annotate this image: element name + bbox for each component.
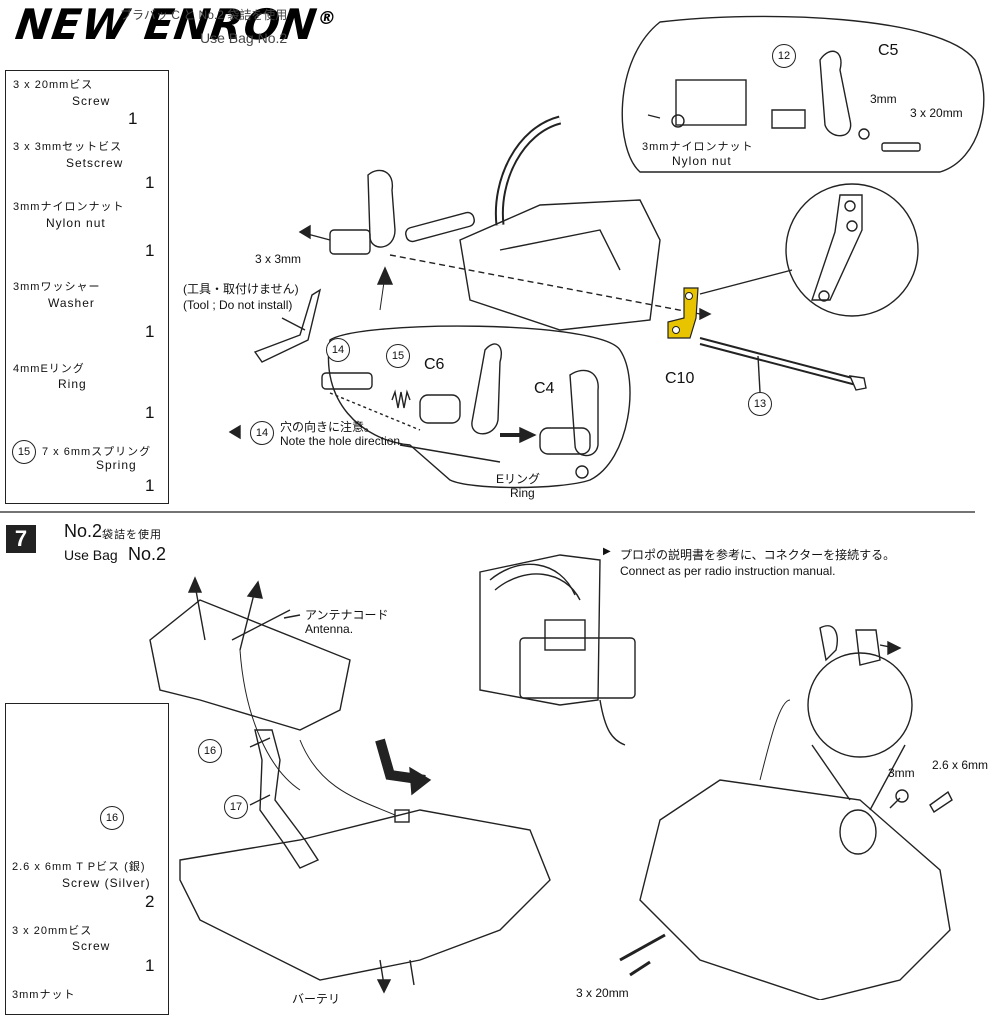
- part-washer-qty: 1: [145, 322, 155, 341]
- label-c10: C10: [665, 370, 695, 387]
- label-c5: C5: [878, 42, 899, 59]
- chassis-bottom-left: [179, 809, 551, 981]
- label-part-16: 16: [198, 739, 222, 763]
- label-part-15: 15: [386, 344, 410, 368]
- note-part-14: 14: [250, 421, 274, 445]
- label-e-ring-en: Ring: [510, 486, 535, 500]
- label-antenna-jp: アンテナコード: [305, 608, 389, 622]
- part-setscrew-en: Setscrew: [66, 156, 124, 170]
- step7-bag-en-no: No.2: [128, 544, 167, 564]
- gearbox-body: [459, 199, 661, 331]
- part-tp-screw-jp: 2.6 x 6mm T Pビス (銀): [12, 861, 146, 873]
- label-nut-3mm: 3mm: [888, 766, 915, 780]
- nut-3mm-icon: [895, 789, 909, 803]
- label-tool-jp: (工具・取付けません): [183, 282, 299, 296]
- part-spring-number: 15: [12, 440, 36, 464]
- part-12-icon: [771, 109, 806, 129]
- screw-2-6x6-icon: [929, 790, 953, 813]
- part-nut7-jp: 3mmナット: [12, 989, 76, 1001]
- c6-icon: [419, 394, 461, 424]
- receiver-bay: [479, 554, 601, 706]
- part-setscrew-jp: 3 x 3mmセットビス: [13, 141, 123, 153]
- part-16-number: 16: [100, 806, 124, 830]
- label-washer-3mm: 3mm: [870, 92, 897, 106]
- label-screw-2-6x6: 2.6 x 6mm: [932, 758, 989, 772]
- shock-absorber-icon: [254, 729, 320, 869]
- part-nylon-nut-jp: 3mmナイロンナット: [13, 201, 125, 213]
- label-bottom-partial: バーテリ: [292, 992, 341, 1006]
- step7-bag-jp-no: No.2: [64, 521, 103, 541]
- step6-header-jp: ブラバッ C と No.2 袋詰を使用: [120, 8, 288, 22]
- part-ering-qty: 1: [145, 403, 155, 422]
- part-spring-qty: 1: [145, 476, 155, 495]
- label-c4: C4: [534, 380, 555, 397]
- part-screw7-jp: 3 x 20mmビス: [12, 925, 93, 937]
- part-nylon-nut-qty: 1: [145, 241, 155, 260]
- part-15-icon: [391, 389, 411, 409]
- detail-circle-mount: [807, 652, 913, 758]
- part-tp-screw-en: Screw (Silver): [62, 876, 151, 890]
- label-part-17: 17: [224, 795, 248, 819]
- label-antenna-en: Antenna.: [305, 622, 354, 636]
- label-screw-3x20-bottom: 3 x 20mm: [576, 986, 629, 1000]
- part-ering-jp: 4mmEリング: [13, 363, 85, 375]
- note-hole-direction-en: Note the hole direction.: [280, 434, 404, 448]
- label-tool-en: (Tool ; Do not install): [183, 298, 293, 312]
- label-screw-3x20: 3 x 20mm: [910, 106, 963, 120]
- part-screw7-qty: 1: [145, 956, 155, 975]
- step7-bag-jp: 袋詰を使用: [102, 529, 162, 541]
- label-setscrew-3x3: 3 x 3mm: [255, 252, 302, 266]
- part-14-icon: [321, 372, 373, 390]
- label-nylon-nut-en: Nylon nut: [672, 154, 732, 168]
- label-e-ring-jp: Eリング: [496, 472, 541, 486]
- hex-key-icon: [253, 288, 322, 363]
- label-part-12: 12: [772, 44, 796, 68]
- step6-header-en: Use Bag No.2: [200, 30, 288, 46]
- part-setscrew-qty: 1: [145, 173, 155, 192]
- chassis-top-left: [149, 599, 351, 731]
- callout-bubble-top: [621, 15, 985, 173]
- c5-arm-icon: [819, 50, 852, 137]
- label-part-13: 13: [748, 392, 772, 416]
- brand-registered-mark: ®: [316, 8, 339, 29]
- label-c6: C6: [424, 356, 445, 373]
- step7-bag-en: Use Bag: [64, 547, 118, 563]
- part-screw-en: Screw: [72, 94, 111, 108]
- note-hole-direction-jp: 穴の向きに注意。: [280, 420, 377, 434]
- play-icon: ▶: [603, 546, 611, 557]
- step7-number: 7: [6, 525, 36, 553]
- part-spring-jp: 7 x 6mmスプリング: [42, 446, 152, 458]
- nylon-nut-callout-icon: [671, 114, 685, 128]
- receiver-icon: [519, 637, 636, 699]
- step7-instruction-jp: プロポの説明書を参考に、コネクターを接続する。: [620, 548, 896, 562]
- gearbox-fragment-icon: [675, 79, 747, 126]
- detail-circle-c10: [785, 183, 919, 317]
- part-ering-en: Ring: [58, 377, 87, 391]
- part-tp-screw-qty: 2: [145, 892, 155, 911]
- label-nylon-nut-jp: 3mmナイロンナット: [642, 141, 754, 153]
- label-part-14: 14: [326, 338, 350, 362]
- c5-assembled-arm: [367, 169, 396, 248]
- part-screw7-en: Screw: [72, 939, 111, 953]
- part-washer-jp: 3mmワッシャー: [13, 281, 101, 293]
- step7-instruction-en: Connect as per radio instruction manual.: [620, 564, 836, 578]
- callout-bubble-bottom: [327, 325, 631, 489]
- chassis-right: [639, 779, 951, 1000]
- part-nylon-nut-en: Nylon nut: [46, 216, 106, 230]
- c4-arm-icon: [471, 343, 502, 435]
- part-screw-qty: 1: [128, 109, 138, 128]
- part-screw-jp: 3 x 20mmビス: [13, 79, 94, 91]
- step7-parts-box: [5, 703, 169, 1015]
- c10-highlight-icon: [667, 287, 699, 339]
- step6-parts-box: [5, 70, 169, 504]
- part-spring-en: Spring: [96, 458, 137, 472]
- part-washer-en: Washer: [48, 296, 95, 310]
